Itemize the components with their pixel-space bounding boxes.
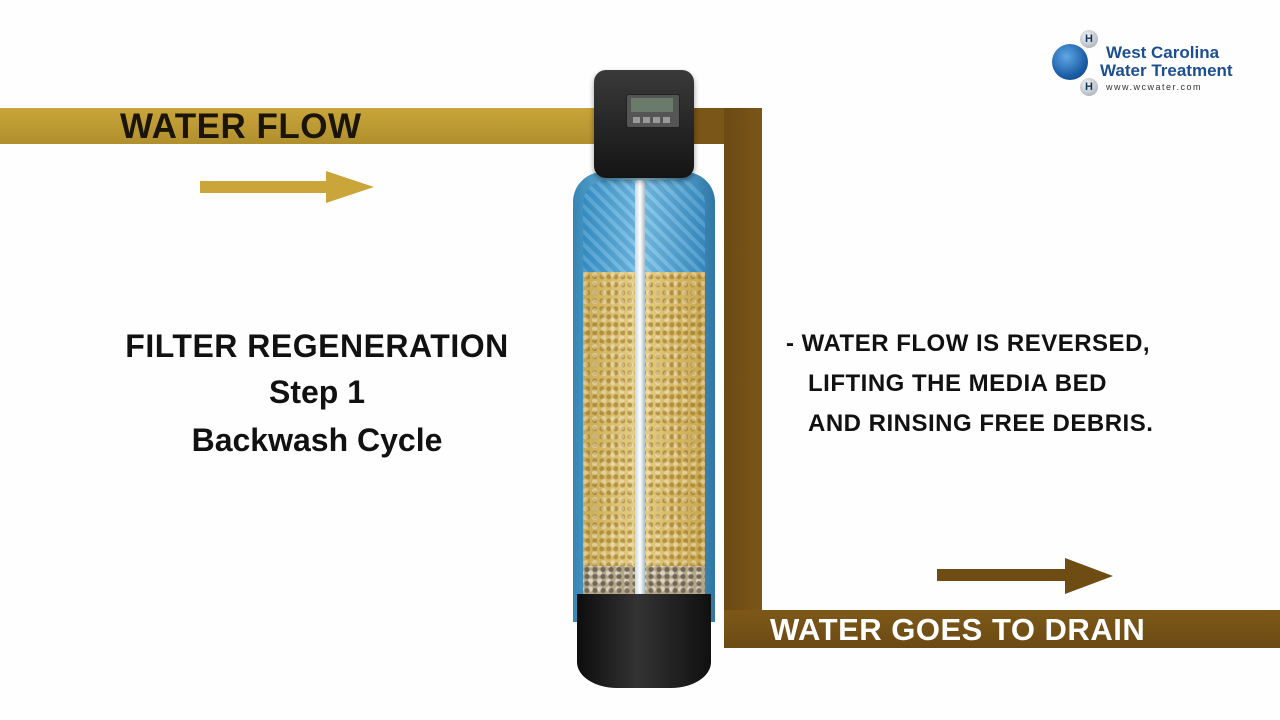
description-line-1: - WATER FLOW IS REVERSED, [786,330,1151,357]
description-line-2: LIFTING THE MEDIA BED [808,370,1107,397]
control-button [663,117,670,123]
tank-base [577,594,711,688]
logo-atom-icon: H [1080,30,1098,48]
drain-flow-arrow-icon [937,558,1113,594]
riser-tube [635,180,645,600]
drain-pipe-bottom [724,610,1280,648]
control-button [633,117,640,123]
control-display-screen [631,98,673,112]
step-name: Backwash Cycle [191,422,443,458]
description-line-3: AND RINSING FREE DEBRIS. [808,410,1154,437]
control-button [643,117,650,123]
logo-name-line-1: West Carolina [1106,43,1220,62]
logo-atom-icon: H [1080,78,1098,96]
water-flow-label: WATER FLOW [120,107,362,146]
drain-label: WATER GOES TO DRAIN [770,612,1146,647]
logo-molecule-icon [1052,44,1088,80]
drain-pipe-vertical [724,108,762,648]
logo-name-line-2: Water Treatment [1100,61,1233,80]
inlet-flow-arrow-icon [200,171,374,203]
step-number: Step 1 [268,374,366,410]
logo-url: www.wcwater.com [1106,82,1203,92]
inlet-pipe [0,108,600,144]
control-button [653,117,660,123]
step-title: FILTER REGENERATION [125,328,509,364]
